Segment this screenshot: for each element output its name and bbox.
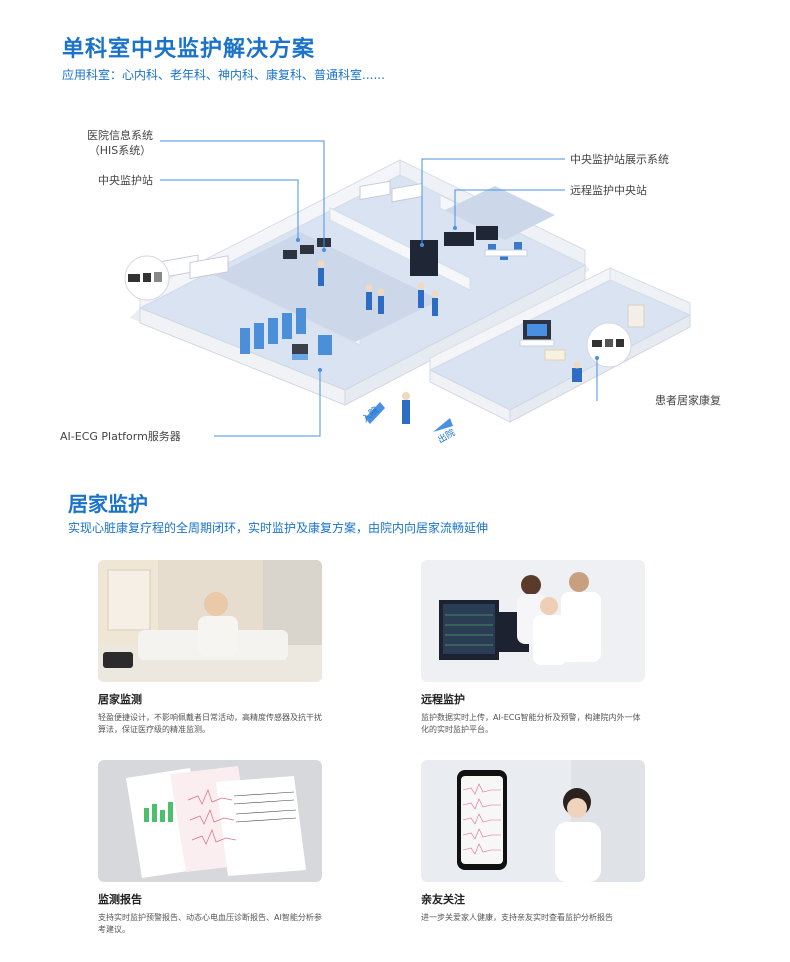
card-title: 监测报告	[98, 893, 142, 906]
section-title-central-monitoring: 单科室中央监护解决方案	[62, 37, 316, 62]
his-label-line1: 医院信息系统	[87, 129, 153, 142]
monitoring-report-photo	[98, 760, 322, 882]
card-family-care: 亲友关注 进一步关爱家人健康，支持亲友实时查看监护分析报告	[421, 760, 645, 924]
card-title: 居家监测	[98, 693, 142, 706]
applicable-departments: 应用科室：心内科、老年科、神内科、康复科、普通科室......	[62, 68, 385, 82]
hospital-floorplan-illustration	[124, 140, 692, 437]
card-description: 进一步关爱家人健康，支持亲友实时查看监护分析报告	[421, 913, 613, 922]
remote-monitoring-photo	[421, 560, 645, 682]
home-monitoring-subtitle: 实现心脏康复疗程的全周期闭环，实时监护及康复方案，由院内向居家流畅延伸	[68, 521, 489, 535]
his-label-line2: （HIS系统）	[88, 144, 152, 157]
display-system-label: 中央监护站展示系统	[570, 153, 669, 166]
central-station-label: 中央监护站	[98, 174, 153, 187]
card-description: 支持实时监护预警报告、动态心电血压诊断报告、AI智能分析参考建议。	[98, 913, 322, 934]
card-home-monitoring: 居家监测 轻盈便捷设计，不影响佩戴者日常活动，高精度传感器及抗干扰算法，保证医疗…	[98, 560, 322, 736]
section-title-home-monitoring: 居家监护	[68, 492, 148, 516]
card-description: 监护数据实时上传，AI-ECG智能分析及预警，构建院内外一体化的实时监护平台。	[421, 713, 641, 734]
family-care-photo	[421, 760, 645, 882]
card-title: 远程监护	[421, 693, 465, 706]
card-description: 轻盈便捷设计，不影响佩戴者日常活动，高精度传感器及抗干扰算法，保证医疗级的精准监…	[98, 713, 322, 734]
server-label: AI-ECG Platform服务器	[60, 430, 181, 443]
card-monitoring-report: 监测报告 支持实时监护预警报告、动态心电血压诊断报告、AI智能分析参考建议。	[98, 760, 322, 936]
card-title: 亲友关注	[421, 893, 465, 906]
card-remote-monitoring: 远程监护 监护数据实时上传，AI-ECG智能分析及预警，构建院内外一体化的实时监…	[421, 560, 645, 736]
his-system-label: 医院信息系统 （HIS系统）	[87, 128, 153, 158]
home-rehab-label: 患者居家康复	[655, 394, 721, 407]
home-monitoring-photo	[98, 560, 322, 682]
hospital-diagram: 医院信息系统 （HIS系统） 中央监护站 中央监护站展示系统 远程监护中央站 患…	[0, 100, 790, 470]
remote-center-label: 远程监护中央站	[570, 184, 647, 197]
